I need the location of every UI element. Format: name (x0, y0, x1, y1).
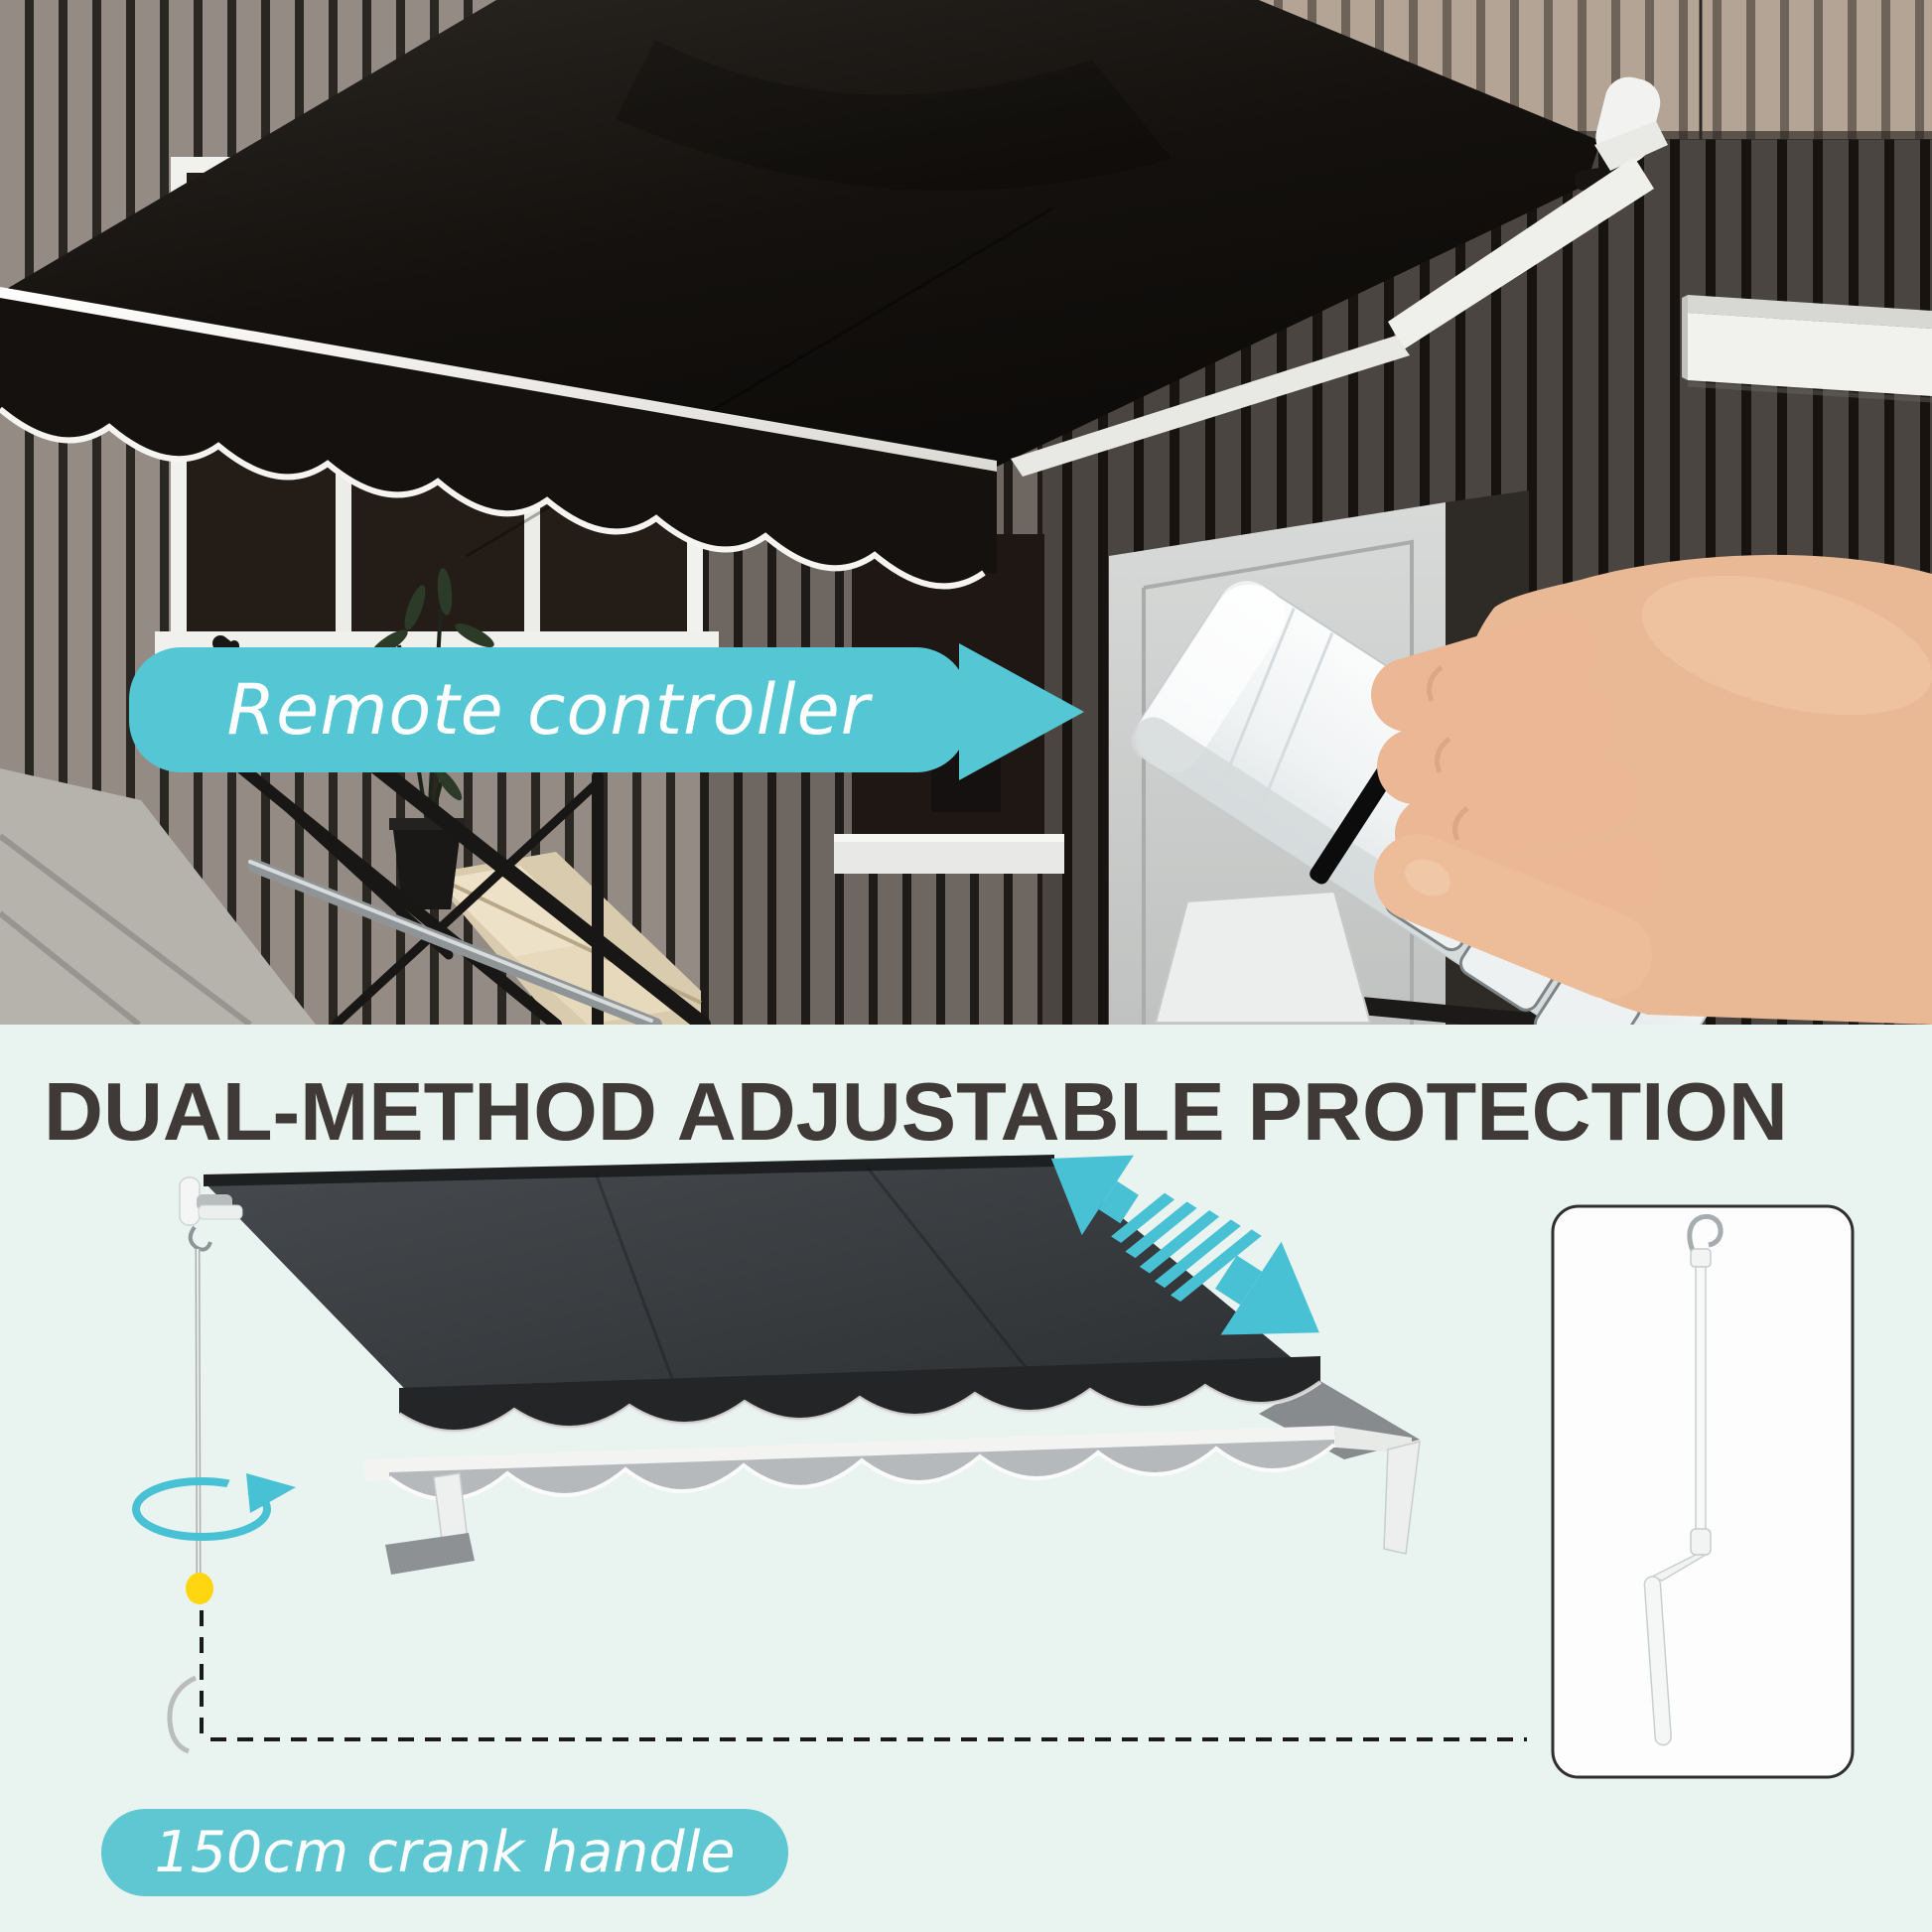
cable-end-hook (167, 1675, 198, 1754)
valance-trim (0, 406, 986, 590)
render-cassette-and-cable (179, 1176, 243, 1576)
thumb-nail (1405, 859, 1450, 897)
remote-controller-label: Remote controller (129, 647, 968, 772)
white-planter (1154, 890, 1372, 1024)
awning-valance (0, 298, 997, 587)
hand-holding-remote (1371, 554, 1932, 1025)
awning-cassette (1574, 76, 1668, 191)
render-canopy (204, 1162, 1318, 1412)
feature-diagram (0, 1025, 1932, 1932)
crank-handle-icon (1643, 1213, 1724, 1746)
dashed-guide-line (200, 1610, 1527, 1741)
section-title: DUAL-METHOD ADJUSTABLE PROTECTION (44, 1065, 1788, 1158)
concrete-steps (0, 768, 316, 1025)
plant-pot (393, 830, 461, 909)
awning (0, 0, 1668, 590)
cable-hook (188, 1225, 212, 1252)
awning-arm (1388, 157, 1654, 349)
render-ghost-valance (389, 1440, 1334, 1500)
product-photo (0, 0, 1932, 1025)
extend-retract-arrow-icon (1050, 1155, 1319, 1335)
crank-handle-box (1551, 1204, 1855, 1779)
rotation-arrow-icon (132, 1463, 296, 1541)
render-seams (594, 1165, 1042, 1409)
chrome-handrail (247, 859, 662, 1025)
awning-canopy (0, 0, 1600, 467)
thumb (1374, 834, 1652, 999)
render-dark-valance (399, 1356, 1320, 1433)
balcony-beam (1682, 295, 1932, 403)
awning-render (204, 1155, 1421, 1575)
remote-display-slot (1310, 761, 1397, 885)
pointer-arrow-icon (959, 643, 1084, 780)
render-right-arm (1383, 1441, 1421, 1555)
remote-controller-label-text: Remote controller (226, 669, 871, 751)
yellow-dot (186, 1573, 213, 1604)
crank-handle-pill: 150cm crank handle (101, 1809, 788, 1896)
crank-handle-pill-text: 150cm crank handle (154, 1820, 736, 1885)
